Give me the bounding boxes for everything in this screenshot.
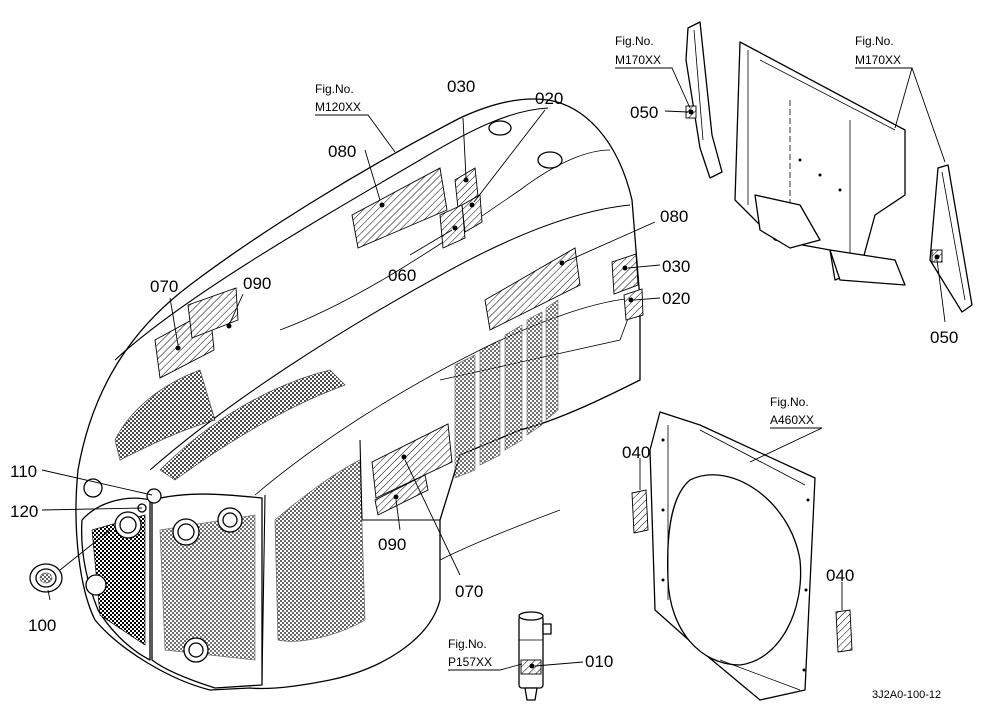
label-080-right xyxy=(484,247,581,331)
callout-050-left: 050 xyxy=(630,103,658,122)
hood-assembly xyxy=(75,98,641,691)
fig-ref-m170-left-line1: Fig.No. xyxy=(615,34,654,48)
hood-hole xyxy=(488,120,512,136)
callout-040-left: 040 xyxy=(622,443,650,462)
label-060 xyxy=(439,204,466,249)
label-090-left xyxy=(187,287,239,339)
figure-references: Fig.No. M120XX Fig.No. M170XX Fig.No. M1… xyxy=(315,34,901,669)
callout-070-bottom: 070 xyxy=(455,582,483,601)
part-010-cylinder xyxy=(518,611,552,701)
label-040-left xyxy=(631,489,649,534)
leader-lines xyxy=(41,67,946,671)
callout-080-top: 080 xyxy=(328,142,356,161)
callout-100: 100 xyxy=(28,616,56,635)
callout-090-bottom: 090 xyxy=(378,535,406,554)
fig-ref-a460-line1: Fig.No. xyxy=(770,395,809,409)
callout-010: 010 xyxy=(585,652,613,671)
callout-090-left: 090 xyxy=(243,274,271,293)
fig-ref-m170-left-line2: M170XX xyxy=(615,53,661,67)
label-020-right xyxy=(623,288,644,321)
callout-080-right: 080 xyxy=(660,207,688,226)
part-100-emblem xyxy=(29,563,63,593)
callout-070-left: 070 xyxy=(150,277,178,296)
hood-hole xyxy=(537,151,563,169)
side-louvers xyxy=(454,299,559,479)
fig-ref-m120-line1: Fig.No. xyxy=(315,82,354,96)
callout-050-right: 050 xyxy=(930,328,958,347)
label-080-top xyxy=(351,167,448,249)
fig-ref-m120-line2: M120XX xyxy=(315,100,361,114)
label-030-right xyxy=(611,253,639,295)
radiator-frame xyxy=(631,411,853,701)
callout-030-right: 030 xyxy=(662,257,690,276)
fig-ref-p157-line1: Fig.No. xyxy=(448,637,487,651)
callout-040-right: 040 xyxy=(826,566,854,585)
callout-060: 060 xyxy=(388,266,416,285)
callout-020-top: 020 xyxy=(535,89,563,108)
label-070-bottom xyxy=(371,423,453,499)
label-040-right xyxy=(835,609,853,653)
label-090-bottom xyxy=(374,474,429,516)
callout-110: 110 xyxy=(10,462,37,481)
callout-020-right: 020 xyxy=(662,289,690,308)
fig-ref-p157-line2: P157XX xyxy=(448,655,492,669)
callout-120: 120 xyxy=(10,502,38,521)
fig-ref-m170-right-line2: M170XX xyxy=(855,53,901,67)
drawing-code: 3J2A0-100-12 xyxy=(872,689,941,701)
fig-ref-m170-right-line1: Fig.No. xyxy=(855,34,894,48)
side-panel-assembly xyxy=(685,21,973,313)
hood-labels xyxy=(154,167,644,516)
callout-numbers: 030 020 080 060 070 090 080 030 020 050 … xyxy=(10,77,958,671)
callout-030-top: 030 xyxy=(447,77,475,96)
fig-ref-a460-line2: A460XX xyxy=(770,413,814,427)
